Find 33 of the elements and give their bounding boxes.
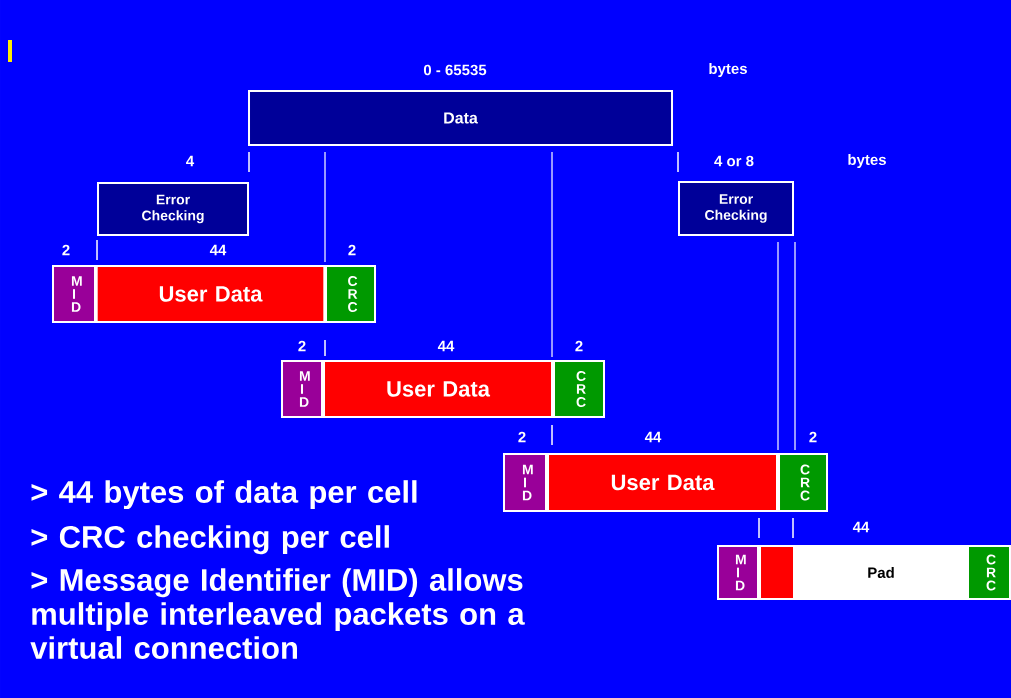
crc-field: C R C [325,265,376,323]
size-label: 2 [809,431,817,443]
size-label: bytes [848,154,886,168]
mid-field: M I D [52,265,96,323]
size-label: 0 - 65535 [423,64,487,76]
crc-field: C R C [967,545,1011,600]
size-label: 2 [298,340,306,352]
user-data-field: User Data [547,453,778,512]
mid-field: M I D [281,360,323,418]
error-checking-box: Error Checking [97,182,249,236]
mid-field: M I D [503,453,547,512]
size-label: 4 [186,155,195,167]
size-label: 2 [575,340,583,352]
data-box: Data [248,90,673,146]
pad-field: Pad [795,545,967,600]
error-checking-box: Error Checking [678,181,794,236]
size-label: 2 [348,244,356,256]
size-label: 4 or 8 [714,155,754,167]
bullet-text: > 44 bytes of data per cell [31,480,417,510]
field-box [759,545,795,600]
user-data-field: User Data [95,265,326,323]
size-label: 2 [518,431,526,443]
bullet-text: > Message Identifier (MID) allows multiple interleaved packets on a virtual connection [30,568,525,659]
crc-field: C R C [778,453,828,512]
size-label: 44 [644,431,662,443]
size-label: 44 [852,521,870,533]
crc-field: C R C [553,360,605,418]
bullet-text: > CRC checking per cell [31,525,389,555]
mid-field: M I D [717,545,759,600]
size-label: 2 [62,244,70,256]
size-label: 44 [209,244,227,256]
user-data-field: User Data [323,360,553,418]
size-label: bytes [709,63,747,77]
